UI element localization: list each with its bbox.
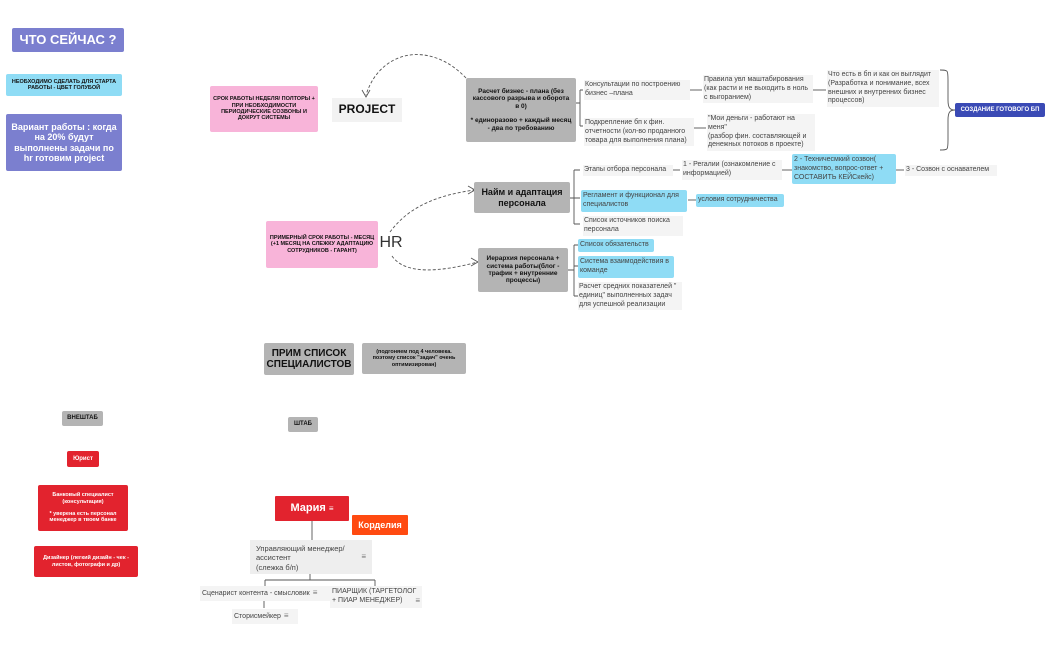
step3-node[interactable]: 3 - Созвон с оснавателем	[905, 165, 997, 176]
duties-text: Список обязательств	[580, 241, 649, 248]
notes-icon: ≡	[312, 588, 318, 597]
staff-title-box[interactable]: ПРИМ СПИСОК СПЕЦИАЛИСТОВ	[264, 343, 354, 375]
interaction-text: Система взаимодействия в команде	[580, 258, 670, 274]
notes-icon: ≡	[283, 611, 289, 620]
hr-label-text: HR	[379, 233, 403, 251]
calc-bp-text: Расчет бизнес - плана (без кассового раз…	[470, 87, 572, 132]
staff-note-text: (подгоняем под 4 человека. поэтому списо…	[372, 349, 456, 368]
bank-box[interactable]: Банковый специалист (консультация) * уве…	[38, 485, 128, 531]
legend-cyan-text: НЕОБХОДИМО СДЕЛАТЬ ДЛЯ СТАРТА РАБОТЫ - Ц…	[11, 78, 117, 91]
consult-text: Консультации по построению бизнес –плана	[585, 81, 681, 97]
vneshtab-box[interactable]: ВНЕШТАБ	[62, 411, 103, 426]
conditions-text: условия сотрудничества	[698, 196, 778, 203]
sources-text: Список источников поиска персонала	[584, 217, 670, 233]
what-bp-text: Что есть в бп и как он выглядит (Разрабо…	[828, 71, 932, 105]
vneshtab-text: ВНЕШТАБ	[67, 415, 98, 422]
variant-text: Вариант работы : когда на 20% будут выпо…	[11, 121, 117, 163]
kordelia-text: Корделия	[358, 519, 402, 530]
project-pink-text: СРОК РАБОТЫ НЕДЕЛЯ/ ПОЛТОРЫ + ПРИ НЕОБХО…	[213, 96, 315, 122]
step1-node[interactable]: 1 - Регалии (ознакомление с информацией)	[682, 160, 782, 180]
reglament-text: Регламент и функционал для специалистов	[583, 192, 679, 208]
notes-icon: ≡	[415, 596, 420, 605]
shtab-box[interactable]: ШТАБ	[288, 417, 318, 432]
hr-label[interactable]: HR	[378, 233, 404, 253]
support-text: Подкрепление бп к фин. отчетности (кол-в…	[585, 119, 687, 144]
hire-text: Найм и адаптация персонала	[481, 187, 563, 208]
money-text: "Мои деньги - работают на меня" (разбор …	[708, 115, 807, 149]
consult-node[interactable]: Консультации по построению бизнес –плана	[584, 80, 690, 100]
calc-bp-box[interactable]: Расчет бизнес - плана (без кассового раз…	[466, 78, 576, 142]
variant-box[interactable]: Вариант работы : когда на 20% будут выпо…	[6, 114, 122, 171]
project-label[interactable]: PROJECT	[332, 98, 402, 122]
legend-cyan-note[interactable]: НЕОБХОДИМО СДЕЛАТЬ ДЛЯ СТАРТА РАБОТЫ - Ц…	[6, 74, 122, 96]
notes-icon: ≡	[328, 503, 334, 513]
duties-node[interactable]: Список обязательств	[578, 239, 654, 252]
title-box[interactable]: ЧТО СЕЙЧАС ?	[12, 28, 124, 52]
manager-text: Управляющий менеджер/ ассистент (слежка …	[256, 544, 345, 572]
hr-pink-note[interactable]: ПРИМЕРНЫЙ СРОК РАБОТЫ - МЕСЯЦ (+1 МЕСЯЦ …	[266, 221, 378, 268]
metrics-node[interactable]: Расчет средних показателей " единиц" вып…	[578, 282, 682, 311]
jurist-box[interactable]: Юрист	[67, 451, 99, 467]
stories-text: Сторисмейкер	[234, 613, 281, 620]
jurist-text: Юрист	[73, 455, 93, 462]
pr-node[interactable]: ПИАРЩИК (ТАРГЕТОЛОГ + ПИАР МЕНЕДЖЕР)≡	[330, 586, 422, 608]
pr-text: ПИАРЩИК (ТАРГЕТОЛОГ + ПИАР МЕНЕДЖЕР)	[332, 588, 417, 604]
sources-node[interactable]: Список источников поиска персонала	[583, 216, 683, 236]
scenarist-text: Сценарист контента - смысловик	[202, 590, 310, 597]
interaction-node[interactable]: Система взаимодействия в команде	[578, 256, 674, 278]
designer-box[interactable]: Дизайнер (легкий дизайн - чек - листов, …	[34, 546, 138, 577]
staff-note-box[interactable]: (подгоняем под 4 человека. поэтому списо…	[362, 343, 466, 374]
maria-text: Мария	[290, 502, 326, 515]
title-text: ЧТО СЕЙЧАС ?	[19, 31, 117, 47]
manager-node[interactable]: Управляющий менеджер/ ассистент (слежка …	[250, 540, 372, 574]
create-bp-box[interactable]: СОЗДАНИЕ ГОТОВОГО БП	[955, 103, 1045, 117]
create-bp-text: СОЗДАНИЕ ГОТОВОГО БП	[960, 106, 1040, 113]
project-pink-note[interactable]: СРОК РАБОТЫ НЕДЕЛЯ/ ПОЛТОРЫ + ПРИ НЕОБХО…	[210, 86, 318, 132]
step1-text: 1 - Регалии (ознакомление с информацией)	[683, 161, 776, 177]
rules-node[interactable]: Правила увл маштабирования (как расти и …	[703, 75, 813, 104]
step3-text: 3 - Созвон с оснавателем	[906, 166, 990, 173]
hire-box[interactable]: Найм и адаптация персонала	[474, 182, 570, 213]
scenarist-node[interactable]: Сценарист контента - смысловик≡	[200, 586, 332, 601]
bank-text: Банковый специалист (консультация) * уве…	[49, 492, 117, 524]
hierarchy-text: Иерархия персонала + система работы(блог…	[486, 255, 560, 285]
conditions-node[interactable]: условия сотрудничества	[696, 194, 784, 207]
step2-node[interactable]: 2 - Техничесмкий созвон( знакомство, воп…	[792, 154, 896, 185]
metrics-text: Расчет средних показателей " единиц" вып…	[579, 283, 677, 308]
project-label-text: PROJECT	[338, 102, 396, 117]
what-bp-node[interactable]: Что есть в бп и как он выглядит (Разрабо…	[827, 70, 939, 107]
support-node[interactable]: Подкрепление бп к фин. отчетности (кол-в…	[584, 118, 694, 147]
designer-text: Дизайнер (легкий дизайн - чек - листов, …	[43, 555, 129, 568]
hierarchy-box[interactable]: Иерархия персонала + система работы(блог…	[478, 248, 568, 292]
money-node[interactable]: "Мои деньги - работают на меня" (разбор …	[707, 114, 815, 151]
rules-text: Правила увл маштабирования (как расти и …	[704, 76, 809, 101]
stages-text: Этапы отбора персонала	[584, 166, 667, 173]
notes-icon: ≡	[361, 552, 366, 561]
staff-title-text: ПРИМ СПИСОК СПЕЦИАЛИСТОВ	[266, 347, 352, 371]
stages-node[interactable]: Этапы отбора персонала	[583, 165, 673, 176]
shtab-text: ШТАБ	[294, 421, 312, 428]
step2-text: 2 - Техничесмкий созвон( знакомство, воп…	[794, 156, 884, 181]
stories-node[interactable]: Сторисмейкер≡	[232, 609, 298, 624]
maria-box[interactable]: Мария≡	[275, 496, 349, 521]
kordelia-box[interactable]: Корделия	[352, 515, 408, 535]
hr-pink-text: ПРИМЕРНЫЙ СРОК РАБОТЫ - МЕСЯЦ (+1 МЕСЯЦ …	[269, 235, 375, 254]
reglament-node[interactable]: Регламент и функционал для специалистов	[581, 190, 687, 212]
